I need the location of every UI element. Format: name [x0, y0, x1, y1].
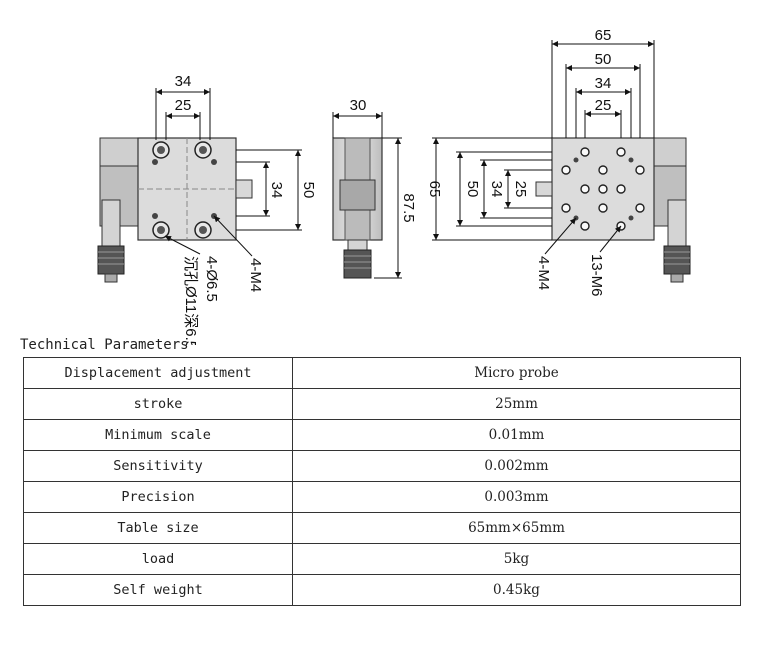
v3-dim-top-2: 50: [595, 51, 612, 68]
param-label: Self weight: [23, 574, 293, 606]
param-label: stroke: [23, 388, 293, 420]
v1-dim-right-outer: 50: [300, 182, 317, 199]
v3-callout-holes: 13-M6: [588, 254, 605, 297]
table-row: Minimum scale 0.01mm: [23, 419, 741, 451]
side-view: 30 87.5: [332, 97, 417, 279]
v2-dim-width: 30: [350, 97, 367, 114]
param-label: Displacement adjustment: [23, 357, 293, 389]
v3-dim-left-1: 65: [426, 181, 443, 198]
v3-dim-top-3: 34: [595, 75, 612, 92]
v2-dim-length: 87.5: [400, 193, 417, 222]
param-value: 25mm: [292, 388, 741, 420]
param-label: Sensitivity: [23, 450, 293, 482]
param-value: 0.002mm: [292, 450, 741, 482]
v3-callout-threads: 4-M4: [535, 256, 552, 290]
v1-callout-holes-a: 4-Ø6.5: [203, 256, 220, 302]
technical-parameters-table: Displacement adjustment Micro probe stro…: [23, 357, 741, 606]
param-value: 0.01mm: [292, 419, 741, 451]
v1-callout-holes-b: 沉孔Ø11深6.5: [182, 256, 199, 345]
section-title: Technical Parameters: [20, 337, 189, 353]
technical-drawing: 34 25 50 34 4-M4 4-Ø6.5 沉孔Ø11深6.5 30: [97, 27, 691, 345]
table-row: Self weight 0.45kg: [23, 574, 741, 606]
param-value: 0.003mm: [292, 481, 741, 513]
v1-callout-threads: 4-M4: [247, 258, 264, 292]
v1-dim-top-inner: 25: [175, 97, 192, 114]
table-row: Sensitivity 0.002mm: [23, 450, 741, 482]
v3-dim-left-3: 34: [488, 181, 505, 198]
table-view: 65 50 34 25 65 50 34 25 4-M4 13-M6: [426, 27, 691, 297]
v3-dim-top-1: 65: [595, 27, 612, 44]
param-label: Precision: [23, 481, 293, 513]
v3-dim-top-4: 25: [595, 97, 612, 114]
table-row: stroke 25mm: [23, 388, 741, 420]
param-value: 0.45kg: [292, 574, 741, 606]
v3-dim-left-4: 25: [512, 181, 529, 198]
top-view: 34 25 50 34 4-M4 4-Ø6.5 沉孔Ø11深6.5: [97, 73, 317, 345]
param-label: load: [23, 543, 293, 575]
table-row: load 5kg: [23, 543, 741, 575]
table-row: Table size 65mm×65mm: [23, 512, 741, 544]
param-value: 5kg: [292, 543, 741, 575]
param-label: Minimum scale: [23, 419, 293, 451]
param-label: Table size: [23, 512, 293, 544]
v1-dim-right-inner: 34: [268, 182, 285, 199]
table-row: Displacement adjustment Micro probe: [23, 357, 741, 389]
v1-dim-top-outer: 34: [175, 73, 192, 90]
table-row: Precision 0.003mm: [23, 481, 741, 513]
param-value: 65mm×65mm: [292, 512, 741, 544]
param-value: Micro probe: [292, 357, 741, 389]
v3-dim-left-2: 50: [464, 181, 481, 198]
